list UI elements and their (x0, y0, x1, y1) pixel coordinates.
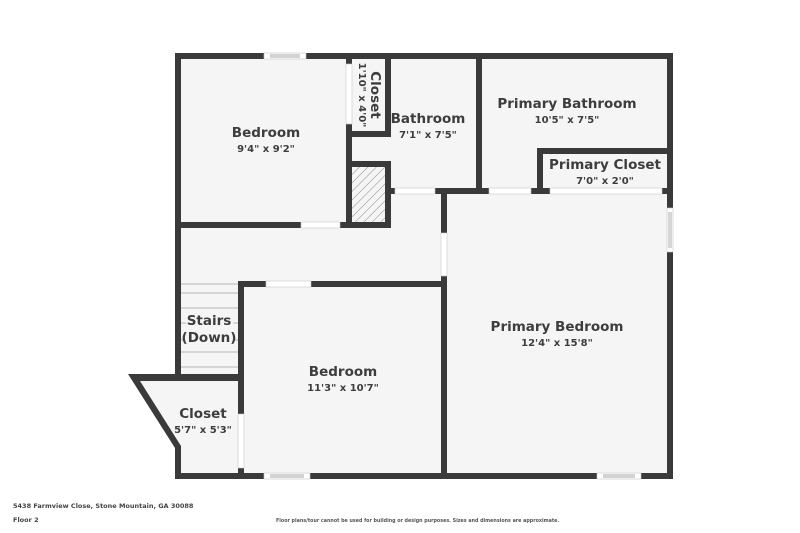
room-name: Primary Bedroom (491, 319, 624, 335)
room-name: Bedroom (309, 364, 377, 380)
shaft-hatch (352, 167, 385, 225)
room-name: Primary Closet (549, 157, 662, 173)
room-stairs: Stairs (Down) (182, 313, 237, 346)
room-bathroom: Bathroom 7'1" x 7'5" (391, 111, 466, 141)
room-dims: 7'0" x 2'0" (576, 176, 634, 187)
address-label: 5438 Farmview Close, Stone Mountain, GA … (13, 502, 194, 510)
room-name: Stairs (187, 313, 232, 329)
floor-label: Floor 2 (13, 516, 39, 524)
openings (237, 52, 674, 480)
room-name: Primary Bathroom (497, 96, 636, 112)
room-name-line2: (Down) (182, 330, 237, 346)
floor-fills (132, 56, 670, 476)
room-dims: 7'1" x 7'5" (399, 130, 457, 141)
room-dims: 9'4" x 9'2" (237, 144, 295, 155)
room-primary-bedroom: Primary Bedroom 12'4" x 15'8" (491, 319, 624, 349)
room-dims: 10'5" x 7'5" (535, 115, 600, 126)
room-name: Bedroom (232, 125, 300, 141)
room-bedroom-sw: Bedroom 11'3" x 10'7" (307, 364, 379, 394)
room-closet-small: Closet 1'10" x 4'0" (356, 63, 383, 128)
room-dims: 12'4" x 15'8" (521, 338, 593, 349)
room-name: Closet (179, 406, 227, 422)
disclaimer-text: Floor plans/tour cannot be used for buil… (276, 519, 560, 524)
room-dims: 1'10" x 4'0" (356, 63, 367, 128)
room-primary-bathroom: Primary Bathroom 10'5" x 7'5" (497, 96, 636, 126)
room-name: Bathroom (391, 111, 466, 127)
walls (128, 53, 673, 479)
room-name: Closet (367, 71, 383, 119)
room-closet-sw: Closet 5'7" x 5'3" (174, 406, 232, 436)
room-bedroom-nw: Bedroom 9'4" x 9'2" (232, 125, 300, 155)
stairs-treads (181, 283, 238, 368)
room-primary-closet: Primary Closet 7'0" x 2'0" (549, 157, 662, 187)
room-dims: 5'7" x 5'3" (174, 425, 232, 436)
room-dims: 11'3" x 10'7" (307, 383, 379, 394)
